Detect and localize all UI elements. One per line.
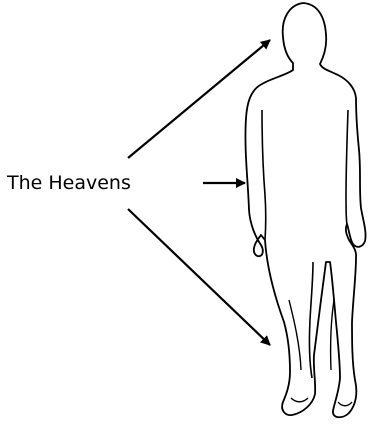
- human-figure-outline: [245, 3, 365, 417]
- heavens-label: The Heavens: [7, 170, 131, 196]
- right-leg-inner-contour: [331, 300, 334, 370]
- arrow-to-feet: [128, 209, 270, 345]
